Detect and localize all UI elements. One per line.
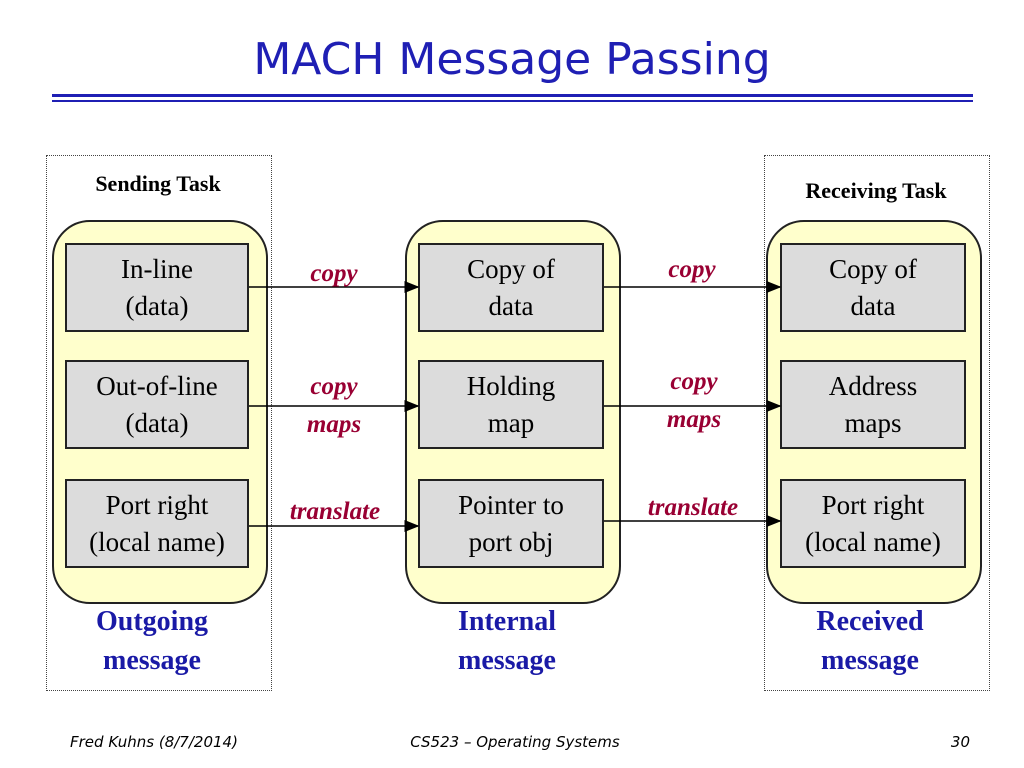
sending-cell-port-right: Port right (local name) [65, 479, 249, 568]
op-copy-left: copy [294, 255, 374, 293]
cell-line: (data) [125, 407, 189, 438]
slide-title: MACH Message Passing [253, 34, 771, 85]
sending-task-frame [46, 155, 272, 691]
cell-line: maps [844, 407, 902, 438]
cell-line: Port right [105, 490, 209, 521]
caption-outgoing-message: Outgoing message [52, 602, 252, 680]
receiving-task-frame [764, 155, 990, 691]
cell-line: (local name) [805, 526, 941, 557]
cell-line: Pointer to [458, 490, 564, 521]
caption-line: message [821, 645, 919, 677]
footer-author: Fred Kuhns (8/7/2014) [70, 733, 238, 751]
cell-line: port obj [468, 526, 554, 557]
sending-task-label: Sending Task [95, 171, 221, 196]
cell-line: map [487, 407, 535, 438]
receiving-cell-copy-of-data: Copy of data [780, 243, 966, 332]
cell-line: data [488, 290, 534, 321]
op-line: translate [647, 494, 739, 521]
internal-cell-pointer-to-port-obj: Pointer to port obj [418, 479, 604, 568]
receiving-cell-address-maps: Address maps [780, 360, 966, 449]
op-line: copy [310, 260, 358, 287]
title-underline-thin [52, 100, 973, 102]
op-line: translate [289, 498, 381, 525]
op-line: copy [668, 256, 716, 283]
sending-cell-out-of-line-data: Out-of-line (data) [65, 360, 249, 449]
cell-line: (local name) [89, 526, 225, 557]
footer-course: CS523 – Operating Systems [410, 733, 620, 751]
op-copy-maps-right: copy maps [648, 363, 740, 438]
footer-page-number: 30 [950, 733, 970, 751]
caption-line: message [458, 645, 556, 677]
title-underline [52, 94, 973, 97]
cell-line: Copy of [829, 254, 917, 285]
cell-line: data [850, 290, 896, 321]
op-copy-right: copy [652, 251, 732, 289]
cell-line: In-line [121, 254, 193, 285]
op-copy-maps-left: copy maps [292, 368, 376, 443]
cell-line: Out-of-line [96, 371, 218, 402]
cell-line: (data) [125, 290, 189, 321]
caption-line: Outgoing [95, 606, 209, 637]
caption-line: Received [816, 606, 924, 637]
op-translate-right: translate [626, 489, 760, 527]
receiving-task-label: Receiving Task [805, 178, 947, 203]
caption-line: Internal [458, 606, 556, 637]
op-translate-left: translate [268, 493, 402, 531]
cell-line: Address [828, 371, 918, 402]
internal-cell-copy-of-data: Copy of data [418, 243, 604, 332]
op-line: copy [310, 373, 358, 400]
sending-cell-inline-data: In-line (data) [65, 243, 249, 332]
cell-line: Copy of [467, 254, 555, 285]
caption-internal-message: Internal message [407, 602, 607, 680]
cell-line: Holding [466, 371, 556, 402]
cell-line: Port right [821, 490, 925, 521]
op-line: copy [670, 368, 718, 395]
caption-received-message: Received message [770, 602, 970, 680]
op-line: maps [306, 410, 362, 438]
caption-line: message [103, 645, 201, 677]
op-line: maps [666, 405, 722, 433]
